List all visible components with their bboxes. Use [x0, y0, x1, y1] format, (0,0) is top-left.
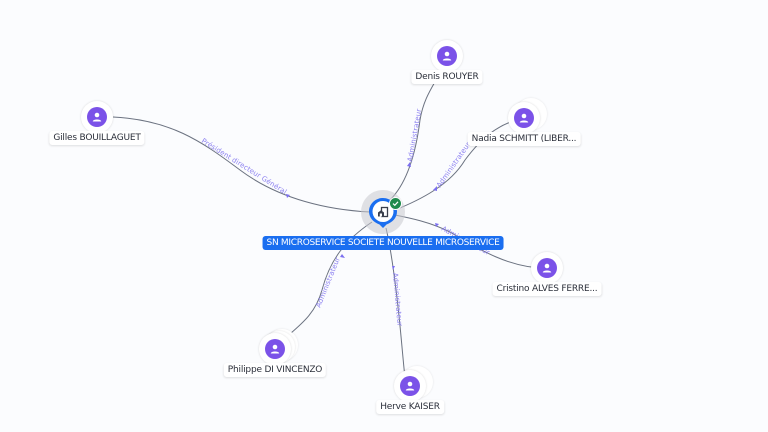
person-icon: [514, 108, 534, 128]
edge-label-philippe: Administrateur: [314, 256, 341, 309]
edge-label-herve: Administrateur: [391, 272, 404, 326]
node-label[interactable]: Nadia SCHMITT (LIBER...: [467, 132, 581, 146]
node-label[interactable]: Philippe DI VINCENZO: [223, 363, 327, 377]
person-icon: [87, 107, 107, 127]
person-icon: [400, 376, 420, 396]
edge-label-denis: Administrateur: [406, 108, 423, 162]
arrow-icon: [286, 194, 290, 198]
edge-label-gilles: Président directeur Général: [200, 137, 288, 196]
person-icon: [537, 258, 557, 278]
person-icon: [265, 339, 285, 359]
arrow-icon: [392, 266, 395, 270]
edge-label-nadia: Administrateur: [435, 141, 472, 189]
arrow-icon: [435, 223, 439, 227]
check-icon: [389, 197, 402, 210]
node-label[interactable]: Denis ROUYER: [411, 70, 483, 84]
node-label[interactable]: Cristino ALVES FERRE...: [492, 282, 602, 296]
company-label[interactable]: SN MICROSERVICE SOCIETE NOUVELLE MICROSE…: [262, 236, 504, 250]
building-icon: [378, 206, 389, 218]
node-label[interactable]: Gilles BOUILLAGUET: [49, 131, 145, 145]
arrow-icon: [340, 254, 345, 258]
edge-gilles: Président directeur Général: [112, 116, 371, 213]
edge-herve: Administrateur: [385, 227, 406, 379]
person-icon: [437, 46, 457, 66]
arrow-icon: [433, 186, 437, 191]
node-label[interactable]: Herve KAISER: [376, 400, 444, 414]
arrow-icon: [407, 162, 411, 167]
